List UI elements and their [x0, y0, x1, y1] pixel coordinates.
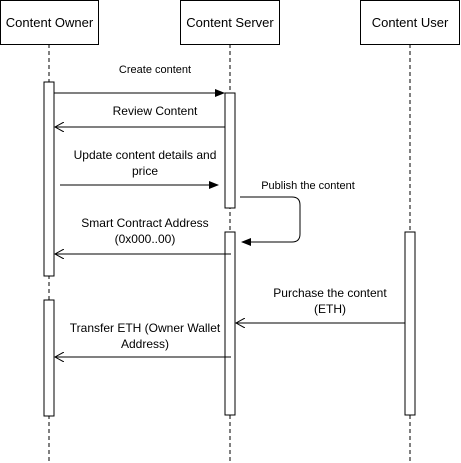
activation-owner-1: [43, 81, 55, 277]
actor-content-user: Content User: [360, 0, 460, 45]
label-contract-address-line2: (0x000..00): [114, 232, 176, 246]
activation-server-1: [224, 92, 236, 209]
actor-content-owner: Content Owner: [0, 0, 99, 45]
label-contract-address-line1: Smart Contract Address: [81, 216, 209, 230]
label-purchase-content-line1: Purchase the content: [273, 286, 387, 300]
label-update-details-line2: price: [131, 164, 158, 178]
label-publish-content: Publish the content: [261, 180, 355, 192]
label-create-content: Create content: [118, 64, 192, 76]
actor-content-server: Content Server: [180, 0, 280, 45]
label-purchase-content-line2: (ETH): [314, 302, 346, 316]
label-transfer-eth-line1: Transfer ETH (Owner Wallet: [69, 321, 221, 335]
label-review-content: Review Content: [112, 104, 198, 118]
label-update-details-line1: Update content details and: [73, 148, 217, 162]
arrow-publish-self: [240, 196, 301, 246]
activation-user-1: [404, 231, 416, 416]
label-transfer-eth-line2: Address): [120, 337, 170, 351]
activation-owner-2: [43, 299, 55, 417]
